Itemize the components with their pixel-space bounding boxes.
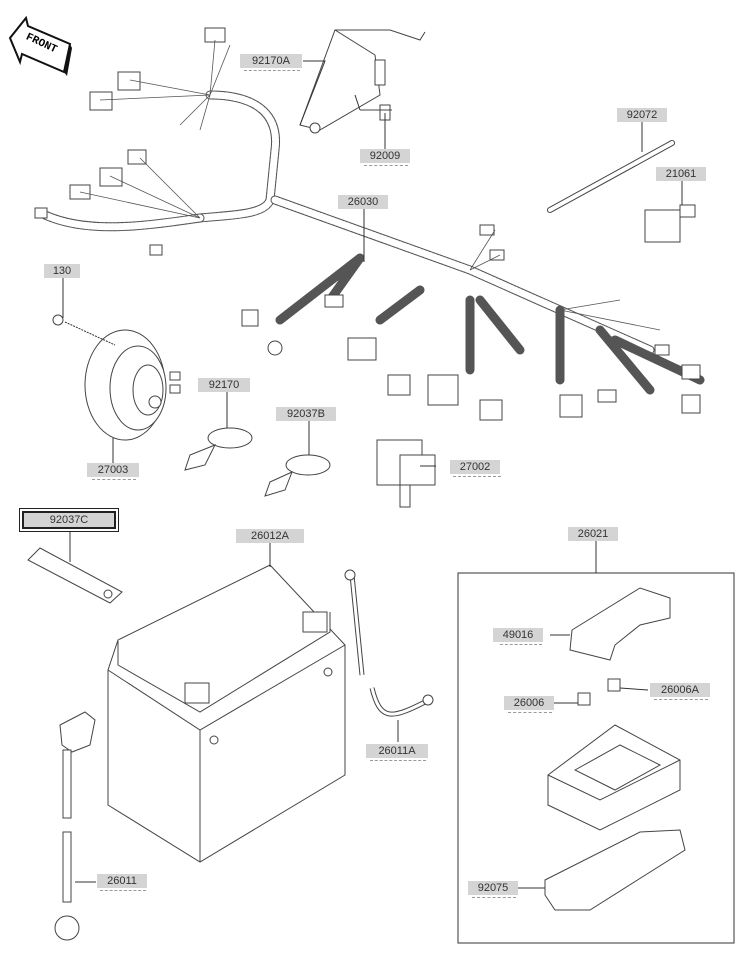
part-label-92170A[interactable]: 92170A — [240, 54, 302, 68]
fuse-drawings — [577, 678, 621, 706]
part-label-49016[interactable]: 49016 — [493, 628, 543, 642]
part-label-92037B[interactable]: 92037B — [276, 407, 336, 421]
horn-drawing — [52, 314, 181, 441]
part-label-26011A[interactable]: 26011A — [366, 744, 428, 758]
label-underline — [654, 699, 708, 700]
leader-lines — [62, 60, 683, 889]
connector-drawing — [644, 204, 696, 243]
relay-drawing — [376, 439, 436, 508]
part-label-26011[interactable]: 26011 — [97, 874, 147, 888]
label-underline — [508, 712, 552, 713]
label-underline — [364, 165, 408, 166]
battery-lead-drawing — [54, 711, 96, 941]
label-underline — [100, 890, 146, 891]
part-label-26030[interactable]: 26030 — [338, 195, 388, 209]
label-underline — [92, 479, 136, 480]
label-underline — [500, 644, 542, 645]
part-label-92170[interactable]: 92170 — [198, 378, 250, 392]
band-drawing — [27, 547, 123, 604]
part-label-92037C[interactable]: 92037C — [22, 511, 116, 529]
part-label-130[interactable]: 130 — [44, 264, 80, 278]
part-label-26012A[interactable]: 26012A — [236, 529, 304, 543]
part-label-27003[interactable]: 27003 — [87, 463, 139, 477]
label-underline — [472, 897, 516, 898]
wiring-harness-upper — [34, 27, 705, 421]
battery-drawing — [107, 564, 346, 863]
cable-band-drawing — [547, 140, 675, 213]
front-arrow-icon: FRONT — [8, 15, 72, 76]
part-label-21061[interactable]: 21061 — [656, 167, 706, 181]
label-underline — [453, 476, 501, 477]
fuse-box-cover-drawing — [569, 587, 671, 661]
part-label-92075[interactable]: 92075 — [468, 881, 518, 895]
clamp-drawings — [184, 427, 331, 497]
damper-drawing — [544, 829, 686, 911]
part-label-26006A[interactable]: 26006A — [650, 683, 710, 697]
clamp-bracket-drawing — [299, 29, 426, 134]
label-underline — [244, 70, 300, 71]
label-underline — [370, 760, 426, 761]
part-label-26021[interactable]: 26021 — [568, 527, 618, 541]
part-label-92009[interactable]: 92009 — [360, 149, 410, 163]
part-label-26006[interactable]: 26006 — [504, 696, 554, 710]
battery-cable-drawing — [344, 569, 434, 717]
part-label-92072[interactable]: 92072 — [617, 108, 667, 122]
fuse-box-drawing — [547, 724, 681, 831]
part-label-27002[interactable]: 27002 — [450, 460, 500, 474]
